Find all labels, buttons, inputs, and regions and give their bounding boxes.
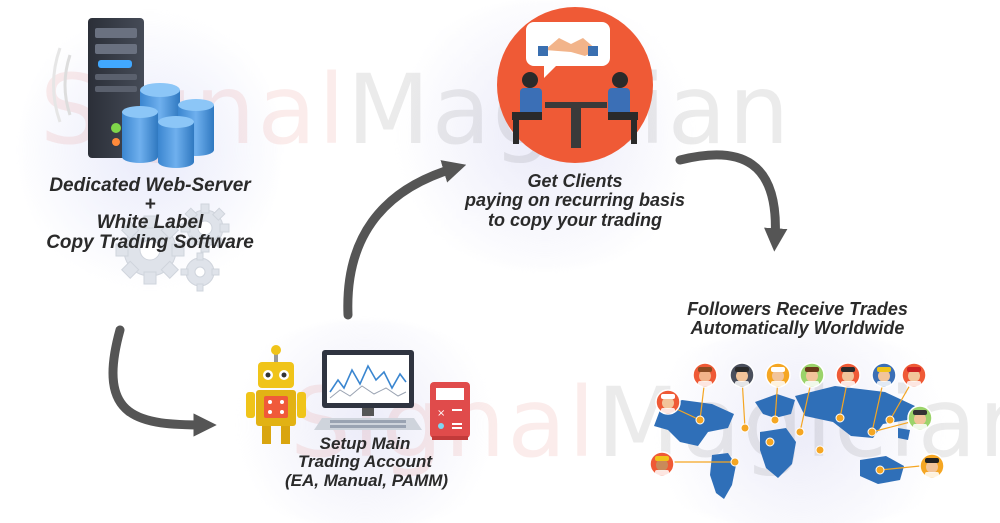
follower-avatar-icon	[729, 362, 755, 388]
account-label-line: Trading Account	[297, 452, 433, 472]
account-label-line: (EA, Manual, PAMM)	[285, 470, 449, 490]
handshake-meeting-icon	[497, 7, 653, 163]
follower-avatar-icon	[919, 453, 945, 479]
server-label-line: Dedicated Web-Server	[49, 175, 251, 196]
flow-arrow	[675, 150, 788, 252]
flow-arrow	[343, 160, 467, 320]
followers-label-line: Automatically Worldwide	[690, 318, 905, 339]
clients-label-line: to copy your trading	[487, 209, 662, 230]
trading-monitor-icon	[314, 350, 422, 430]
follower-avatar-icon	[765, 362, 791, 388]
follower-avatar-icon	[835, 362, 861, 388]
follower-avatar-icon	[907, 405, 933, 431]
follower-avatar-icon	[649, 451, 675, 477]
location-pins	[695, 413, 895, 475]
clients-step-label: Get Clients paying on recurring basis to…	[440, 171, 710, 230]
server-label-line: White Label	[96, 211, 204, 233]
robot-icon	[246, 345, 306, 444]
flow-arrow	[108, 325, 217, 437]
calculator-icon: ×	[430, 382, 470, 440]
server-label-line: Copy Trading Software	[46, 232, 254, 254]
follower-avatar-icon	[871, 362, 897, 388]
follower-avatar-icon	[655, 389, 681, 415]
clients-label-line: Get Clients	[527, 171, 623, 191]
server-step-label: Dedicated Web-Server + White Label Copy …	[30, 175, 270, 254]
server-icon	[52, 18, 214, 168]
account-label-line: Setup Main	[319, 434, 411, 453]
svg-text:×: ×	[437, 408, 445, 419]
gears-icon	[115, 203, 230, 292]
follower-avatar-icon	[799, 362, 825, 388]
followers-label-line: Followers Receive Trades	[687, 299, 908, 319]
account-step-label: Setup Main Trading Account (EA, Manual, …	[285, 434, 449, 490]
server-label-line: +	[144, 193, 156, 215]
followers-step-label: Followers Receive Trades Automatically W…	[660, 299, 935, 339]
world-map-icon	[654, 386, 915, 499]
clients-label-line: paying on recurring basis	[464, 190, 686, 211]
follower-avatar-icon	[901, 362, 927, 388]
follower-avatar-icon	[692, 362, 718, 388]
